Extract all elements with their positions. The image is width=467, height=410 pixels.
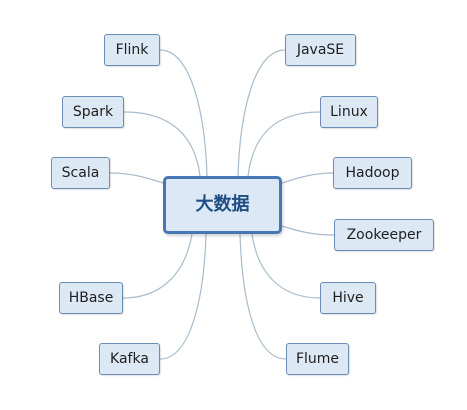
topic-node-spark[interactable]: Spark (62, 96, 124, 128)
topic-node-flink[interactable]: Flink (104, 34, 160, 66)
central-topic-node[interactable]: 大数据 (163, 176, 282, 234)
topic-node-zookeeper[interactable]: Zookeeper (334, 219, 434, 251)
topic-node-javase[interactable]: JavaSE (285, 34, 356, 66)
connector-javase (237, 49, 286, 177)
connector-flume (239, 233, 287, 360)
topic-node-linux[interactable]: Linux (320, 96, 378, 128)
connector-linux (247, 111, 321, 177)
connector-flink (159, 49, 208, 177)
connector-zookeeper (281, 225, 335, 236)
connector-hadoop (281, 172, 334, 184)
connector-hbase (122, 233, 193, 299)
connector-kafka (159, 233, 207, 360)
connector-scala (109, 172, 164, 184)
connector-spark (123, 111, 201, 177)
connector-hive (251, 233, 321, 299)
topic-node-scala[interactable]: Scala (51, 157, 110, 189)
topic-node-flume[interactable]: Flume (286, 343, 349, 375)
topic-node-kafka[interactable]: Kafka (99, 343, 160, 375)
topic-node-hbase[interactable]: HBase (59, 282, 123, 314)
topic-node-hive[interactable]: Hive (320, 282, 376, 314)
topic-node-hadoop[interactable]: Hadoop (333, 157, 412, 189)
